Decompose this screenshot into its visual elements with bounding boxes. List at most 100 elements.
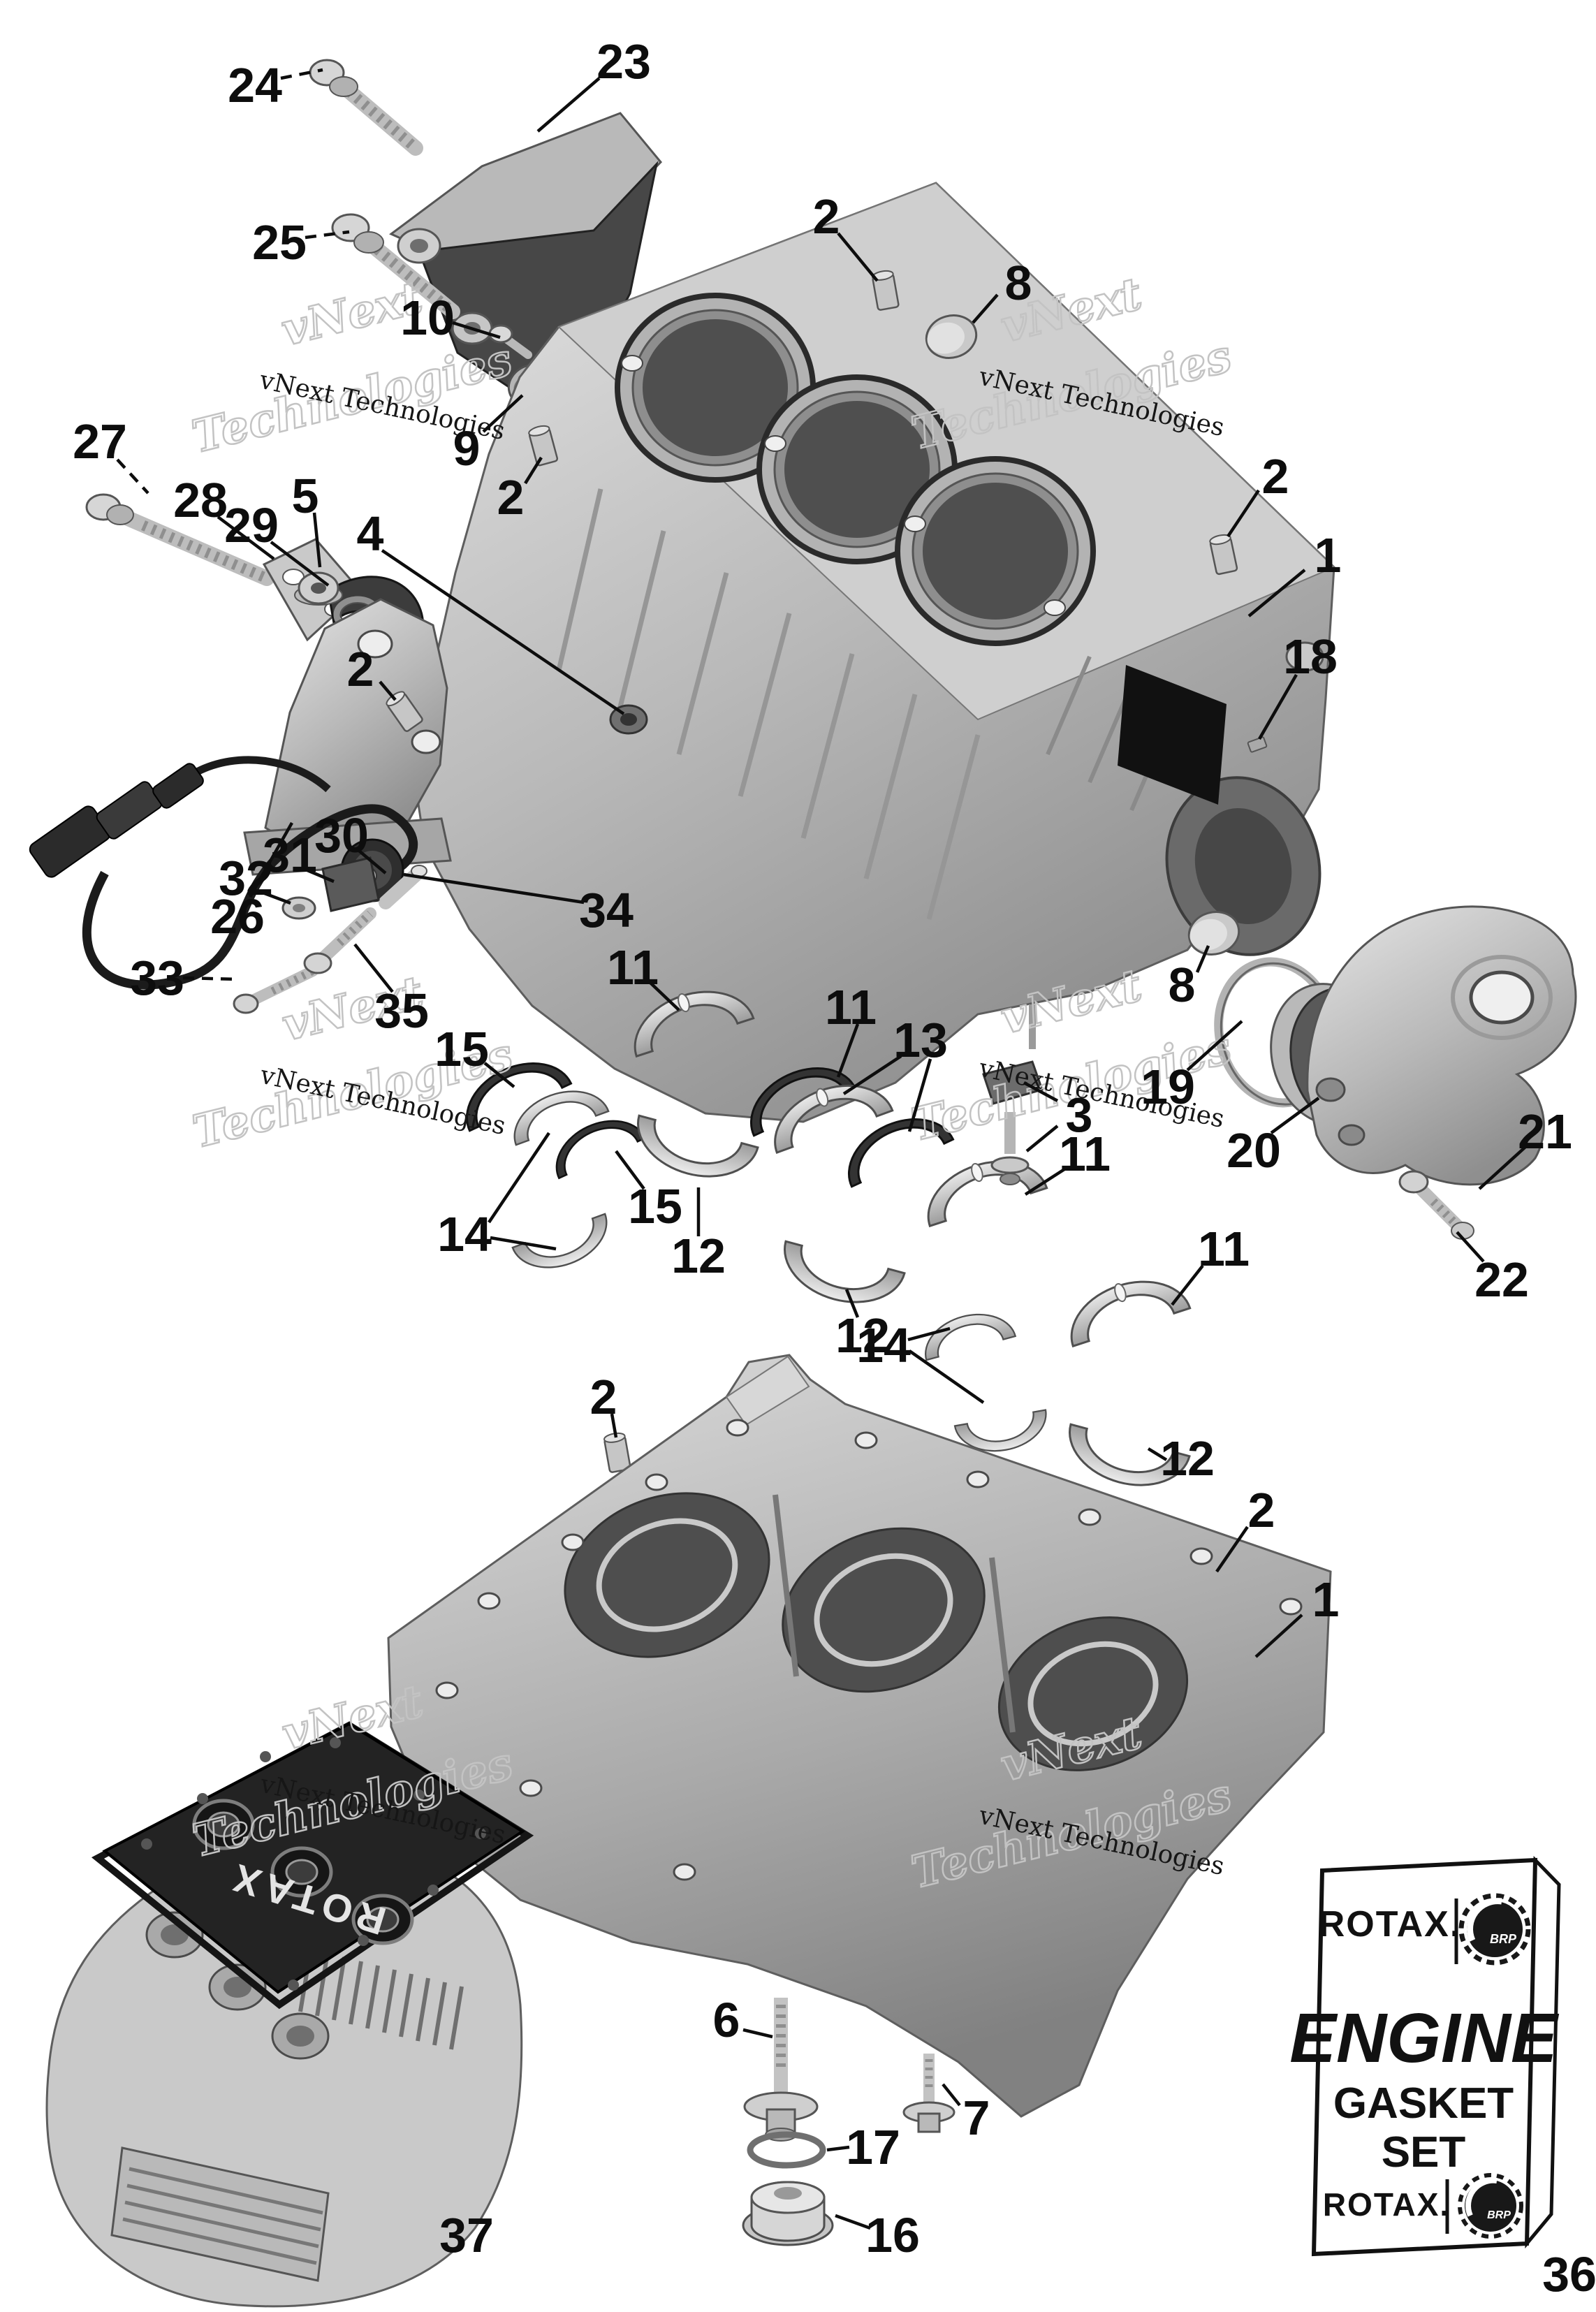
bearing-shells	[451, 976, 1192, 1500]
svg-text:36: 36	[1542, 2247, 1596, 2302]
part-label-2: 2	[497, 456, 543, 525]
part-label-28: 28	[173, 473, 275, 560]
brp-logo-text: BRP	[1487, 2209, 1511, 2221]
part-label-4: 4	[357, 506, 625, 715]
part-label-14: 14	[437, 1132, 557, 1261]
svg-text:6: 6	[713, 1993, 740, 2047]
cylinder-bore	[895, 456, 1096, 646]
svg-text:22: 22	[1474, 1252, 1529, 1307]
damper-block-31	[321, 856, 380, 912]
part-label-20: 20	[1227, 1097, 1320, 1178]
svg-text:11: 11	[1059, 1127, 1111, 1181]
part-label-33: 33	[130, 951, 240, 1005]
part-label-1: 1	[1254, 1572, 1339, 1658]
box-brand-top: ROTAX.	[1319, 1904, 1462, 1945]
bolt-25	[331, 213, 460, 319]
svg-text:34: 34	[579, 883, 634, 937]
svg-text:14: 14	[856, 1318, 911, 1373]
part-label-27: 27	[73, 414, 149, 495]
svg-text:2: 2	[590, 1370, 617, 1424]
bolt-33	[233, 965, 319, 1014]
part-label-25: 25	[252, 215, 350, 270]
block-panel	[1118, 665, 1227, 805]
svg-text:13: 13	[893, 1013, 948, 1067]
part-label-2: 2	[1227, 449, 1289, 538]
part-label-24: 24	[228, 58, 323, 112]
nut-5	[294, 571, 343, 606]
svg-text:10: 10	[400, 291, 455, 345]
svg-text:11: 11	[825, 980, 877, 1034]
casting-ribs	[556, 488, 981, 920]
bolt-7	[902, 2054, 956, 2133]
svg-text:9: 9	[453, 421, 481, 476]
dowel-pin	[872, 270, 900, 311]
oil-cooler	[110, 2146, 330, 2282]
part-label-15: 15	[434, 1022, 515, 1088]
svg-text:4: 4	[357, 506, 384, 561]
box-brand-bottom: ROTAX.	[1323, 2186, 1450, 2223]
svg-text:5: 5	[292, 469, 319, 523]
svg-text:33: 33	[130, 951, 184, 1005]
bolt-35	[303, 907, 376, 974]
part-label-8: 8	[1169, 945, 1210, 1012]
cylinder-block-lower	[387, 1354, 1332, 2118]
part-label-15: 15	[615, 1150, 682, 1234]
svg-text:24: 24	[228, 58, 282, 112]
o-ring-17	[747, 2131, 826, 2169]
svg-text:7: 7	[963, 2091, 990, 2145]
part-label-32: 32	[219, 851, 291, 905]
part-label-19: 19	[1141, 1020, 1243, 1114]
part-label-7: 7	[942, 2083, 990, 2145]
dowel-pin	[603, 1432, 631, 1473]
brp-logo-text: BRP	[1490, 1932, 1517, 1946]
box-title-1: ENGINE	[1289, 1999, 1560, 2077]
part-label-10: 10	[400, 291, 501, 345]
svg-text:2: 2	[1248, 1483, 1275, 1537]
plug-8	[925, 314, 978, 359]
dowel-pin	[1209, 534, 1238, 576]
bolt-27	[85, 493, 274, 586]
assembled-engine-37: ROTAX	[45, 1721, 534, 2308]
svg-text:16: 16	[865, 2208, 920, 2262]
part-label-17: 17	[826, 2120, 900, 2174]
svg-text:28: 28	[173, 473, 228, 527]
part-label-23: 23	[536, 34, 651, 133]
svg-text:2: 2	[813, 189, 840, 244]
svg-text:2: 2	[497, 470, 525, 525]
part-label-31: 31	[263, 828, 335, 884]
part-label-16: 16	[835, 2208, 920, 2262]
part-label-12: 12	[835, 1289, 890, 1363]
svg-text:8: 8	[1169, 958, 1196, 1012]
svg-text:17: 17	[846, 2120, 900, 2174]
pin-18	[1247, 736, 1268, 753]
part-label-5: 5	[292, 469, 322, 568]
part-label-3: 3	[1023, 1081, 1092, 1153]
svg-text:23: 23	[596, 34, 651, 89]
svg-text:12: 12	[835, 1308, 890, 1363]
part-label-14: 14	[856, 1318, 985, 1404]
bolt-22	[1398, 1170, 1474, 1240]
brp-logo-top: BRP	[1458, 1893, 1531, 1966]
part-label-1: 1	[1247, 528, 1341, 617]
svg-text:15: 15	[628, 1179, 682, 1234]
part-label-2: 2	[813, 189, 879, 282]
part-label-11: 11	[1171, 1222, 1250, 1306]
brp-logo-bottom: BRP	[1458, 2173, 1523, 2239]
box-title-2: GASKET	[1333, 2079, 1514, 2128]
screw-10	[488, 324, 532, 359]
svg-text:27: 27	[73, 414, 127, 469]
cover-bolts	[141, 1737, 486, 1991]
svg-text:32: 32	[219, 851, 273, 905]
part-label-35: 35	[353, 943, 429, 1038]
plug-8	[1187, 911, 1240, 956]
cylinder-bore	[615, 293, 816, 483]
spark-plug-wells	[192, 1799, 414, 1945]
svg-text:8: 8	[1005, 256, 1032, 310]
retainer-bolt-3	[982, 1004, 1044, 1185]
part-label-18: 18	[1258, 629, 1338, 740]
bolt-24	[309, 59, 423, 156]
part-label-8: 8	[972, 256, 1032, 324]
